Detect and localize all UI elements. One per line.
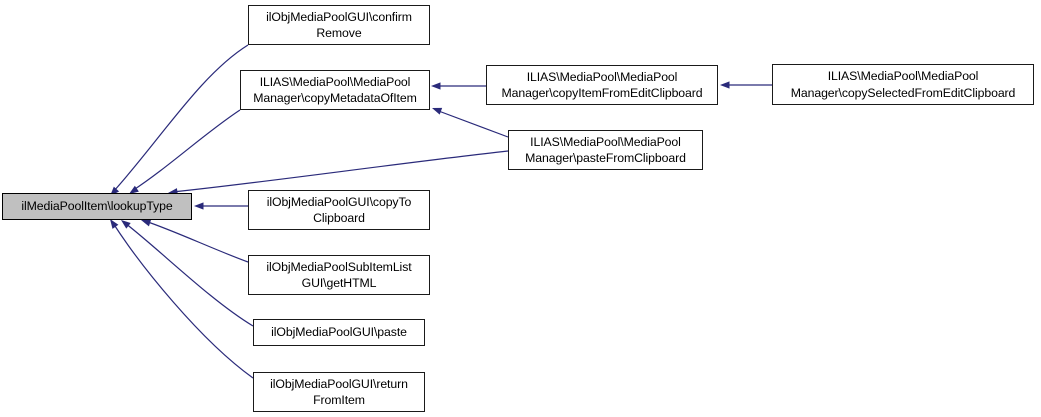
arrowhead-copyToClipboard-to-lookupType (194, 202, 204, 210)
node-confirmRemove[interactable]: ilObjMediaPoolGUI\confirm Remove (248, 5, 430, 45)
edge-pasteFromClipboard-to-lookupType (171, 150, 509, 193)
arrowhead-pasteFromClipboard-to-copyMetadataOfItem (432, 107, 443, 115)
arrowhead-copySelectedFromEditClipboard-to-copyItemFromEditClipboard (720, 81, 730, 89)
edge-pasteFromClipboard-to-copyMetadataOfItem (435, 109, 509, 138)
edge-copyMetadataOfItem-to-lookupType (131, 109, 241, 192)
node-paste[interactable]: ilObjMediaPoolGUI\paste (253, 319, 425, 346)
node-copyMetadataOfItem[interactable]: ILIAS\MediaPool\MediaPool Manager\copyMe… (240, 70, 430, 110)
edge-paste-to-lookupType (124, 222, 254, 327)
edge-returnFromItem-to-lookupType (112, 222, 254, 379)
edge-getHTML-to-lookupType (144, 220, 249, 263)
arrowhead-copyItemFromEditClipboard-to-copyMetadataOfItem (431, 82, 441, 90)
node-lookupType: ilMediaPoolItem\lookupType (2, 193, 192, 220)
node-copySelectedFromEditClipboard[interactable]: ILIAS\MediaPool\MediaPool Manager\copySe… (772, 64, 1034, 105)
node-pasteFromClipboard[interactable]: ILIAS\MediaPool\MediaPool Manager\pasteF… (508, 130, 703, 170)
node-copyToClipboard[interactable]: ilObjMediaPoolGUI\copyTo Clipboard (248, 190, 430, 230)
node-getHTML[interactable]: ilObjMediaPoolSubItemList GUI\getHTML (248, 255, 430, 295)
edge-confirmRemove-to-lookupType (112, 44, 249, 193)
node-returnFromItem[interactable]: ilObjMediaPoolGUI\return FromItem (253, 372, 425, 412)
node-copyItemFromEditClipboard[interactable]: ILIAS\MediaPool\MediaPool Manager\copyIt… (486, 65, 718, 105)
